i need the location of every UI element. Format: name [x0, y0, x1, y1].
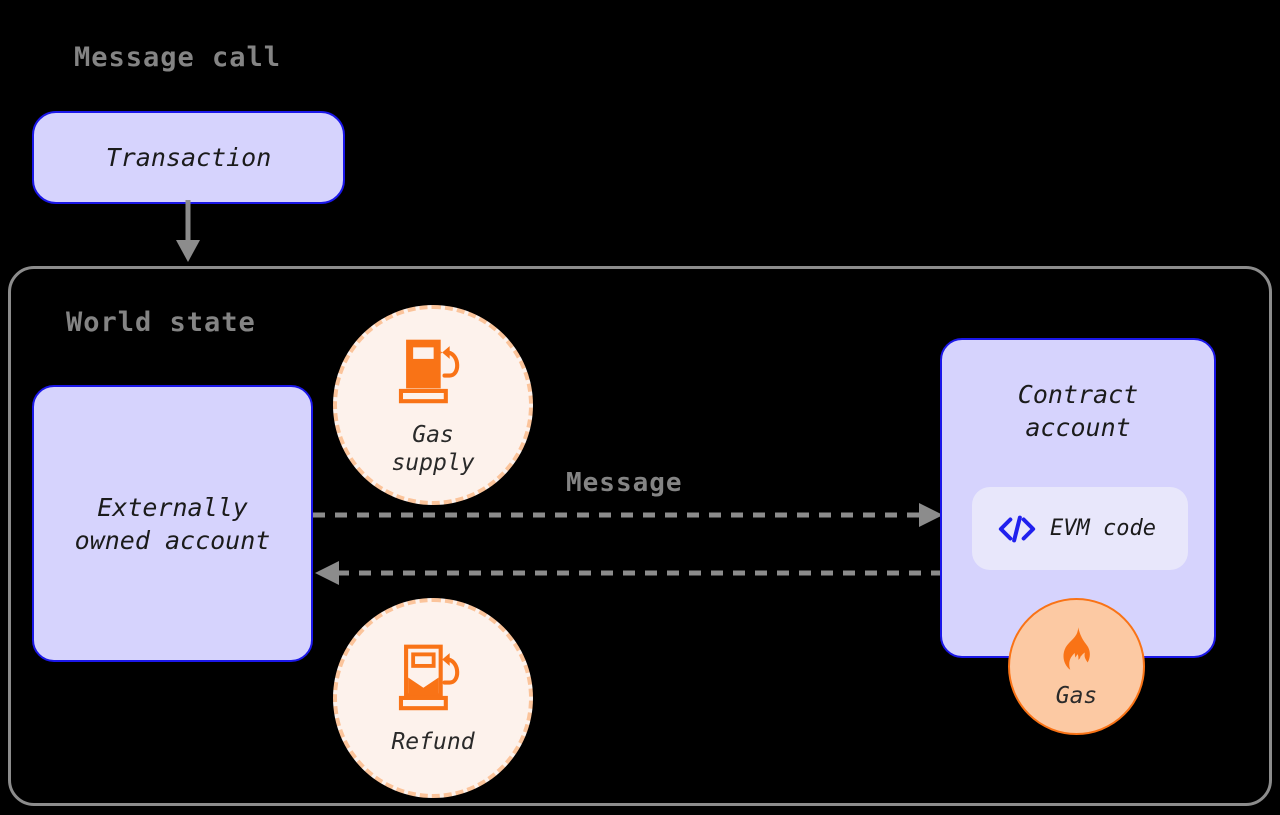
transaction-to-world-state-arrow	[176, 200, 200, 262]
gas-pump-partial-icon	[398, 644, 460, 711]
gas-pump-full-icon	[398, 340, 460, 404]
message-label: Message	[566, 468, 683, 498]
transaction-node[interactable]: Transaction	[32, 111, 345, 204]
contract-to-eoa-arrow	[315, 561, 945, 585]
message-call-heading: Message call	[74, 42, 282, 73]
flame-icon	[1062, 626, 1090, 670]
contract-account-label: Contract account	[1017, 380, 1139, 442]
code-icon	[998, 515, 1036, 542]
gas-badge: Gas	[1008, 598, 1145, 735]
externally-owned-account-label: Externally owned account	[74, 492, 271, 555]
evm-code-label: EVM code	[1050, 516, 1156, 541]
world-state-container	[8, 266, 1272, 806]
refund-label: Refund	[391, 729, 475, 756]
world-state-heading: World state	[66, 307, 256, 338]
eoa-to-contract-arrow	[313, 503, 943, 527]
transaction-label: Transaction	[105, 143, 272, 172]
gas-supply-badge: Gas supply	[333, 305, 533, 505]
refund-badge: Refund	[333, 598, 533, 798]
contract-account-node[interactable]: Contract account EVM code	[940, 338, 1216, 658]
gas-label: Gas	[1055, 682, 1098, 709]
evm-code-chip[interactable]: EVM code	[972, 487, 1188, 570]
externally-owned-account-node[interactable]: Externally owned account	[32, 385, 313, 662]
gas-supply-label: Gas supply	[391, 422, 475, 476]
